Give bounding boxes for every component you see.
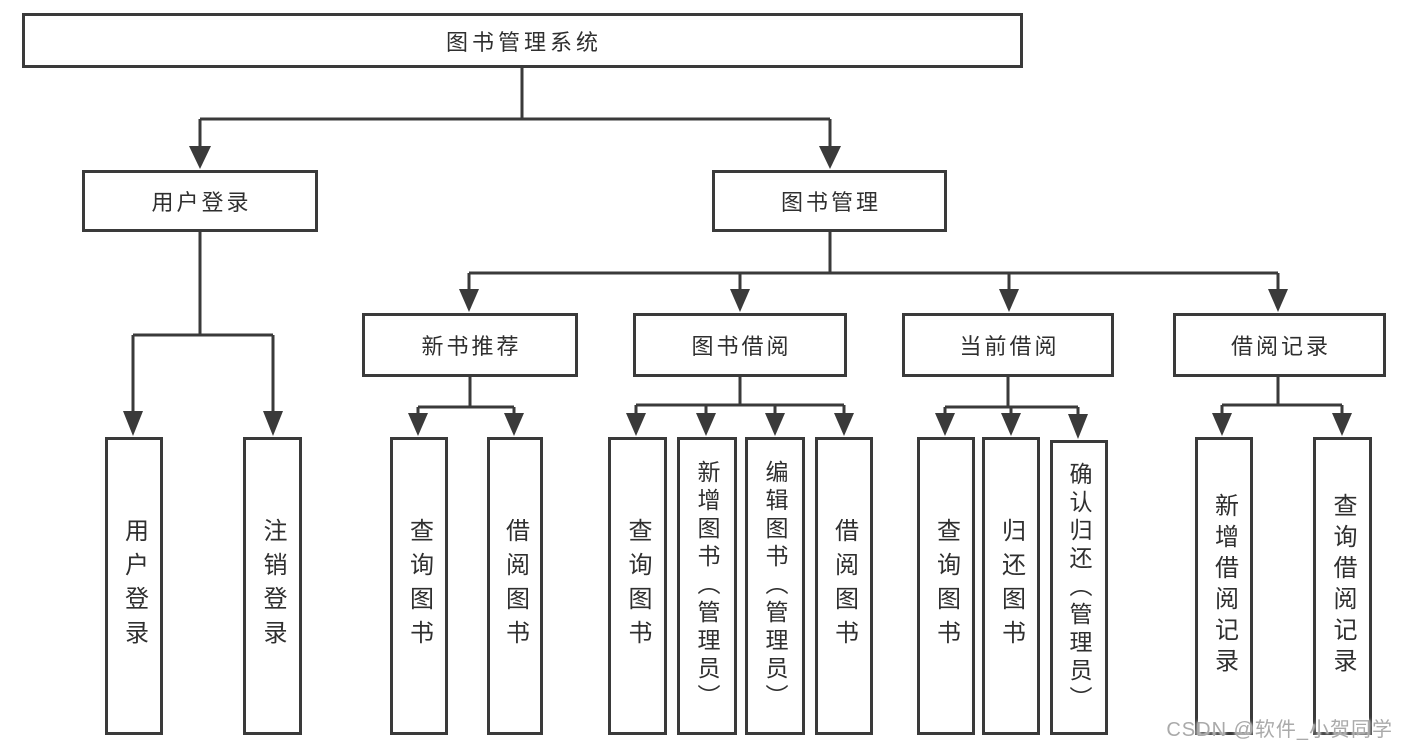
- node-new-book-recommend: 新书推荐: [362, 313, 578, 377]
- node-user-login: 用户登录: [82, 170, 318, 232]
- leaf-logout: 注销登录: [243, 437, 302, 735]
- branch-borrow-records: [1212, 377, 1352, 436]
- branch-book-borrow: [626, 377, 854, 436]
- branch-root: [189, 68, 841, 169]
- leaf-bb-add-books: 新增图书（管理员）: [677, 437, 737, 735]
- leaf-br-add-record: 新增借阅记录: [1195, 437, 1253, 735]
- leaf-user-login: 用户登录: [105, 437, 163, 735]
- leaf-bb-edit-books: 编辑图书（管理员）: [745, 437, 805, 735]
- branch-book-management: [459, 232, 1288, 312]
- leaf-bb-query-books: 查询图书: [608, 437, 667, 735]
- leaf-cb-query-books: 查询图书: [917, 437, 975, 735]
- leaf-cb-confirm-return: 确认归还（管理员）: [1050, 440, 1108, 735]
- leaf-cb-return-books: 归还图书: [982, 437, 1040, 735]
- node-borrow-records: 借阅记录: [1173, 313, 1386, 377]
- csdn-watermark: CSDN @软件_小贺同学: [1166, 719, 1393, 741]
- branch-new-book-recommend: [408, 377, 524, 436]
- leaf-br-query-record: 查询借阅记录: [1313, 437, 1372, 735]
- leaf-bb-borrow-books: 借阅图书: [815, 437, 873, 735]
- leaf-nb-query-books: 查询图书: [390, 437, 448, 735]
- node-book-borrow: 图书借阅: [633, 313, 847, 377]
- node-current-borrow: 当前借阅: [902, 313, 1114, 377]
- branch-user-login: [123, 232, 283, 436]
- leaf-nb-borrow-books: 借阅图书: [487, 437, 543, 735]
- node-root: 图书管理系统: [22, 13, 1023, 68]
- branch-current-borrow: [935, 377, 1088, 439]
- node-book-management: 图书管理: [712, 170, 947, 232]
